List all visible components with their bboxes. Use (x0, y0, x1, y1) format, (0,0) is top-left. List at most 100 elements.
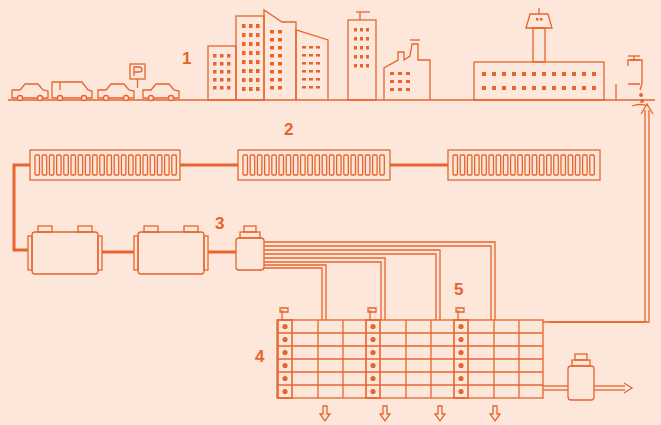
slot (165, 155, 170, 175)
slot (554, 155, 559, 175)
window (552, 72, 556, 76)
heat-exchanger-units (30, 150, 600, 180)
window (366, 46, 369, 50)
callout-number: 5 (454, 281, 463, 298)
window (532, 86, 536, 90)
window (278, 86, 282, 90)
window (309, 70, 313, 73)
window (492, 72, 496, 76)
cars (12, 64, 179, 101)
dot (370, 324, 375, 329)
window (536, 18, 539, 21)
slot (322, 155, 327, 175)
window (592, 72, 596, 76)
window (278, 62, 282, 66)
window (302, 62, 306, 65)
outlet-pump (543, 354, 632, 400)
window (354, 46, 357, 50)
callout-number: 4 (255, 348, 264, 365)
dot (282, 324, 287, 329)
slot (100, 155, 105, 175)
window (366, 64, 369, 68)
dot (458, 350, 463, 355)
slot (482, 155, 487, 175)
window (256, 24, 260, 28)
window (242, 24, 246, 28)
slot (344, 155, 349, 175)
slot (380, 155, 385, 175)
window (302, 78, 306, 81)
window (540, 18, 543, 21)
slot (518, 155, 523, 175)
window (360, 28, 363, 32)
window (270, 62, 274, 66)
window (249, 60, 253, 64)
window (249, 42, 253, 46)
callout-number: 2 (284, 121, 293, 138)
window (249, 33, 253, 37)
slot (71, 155, 76, 175)
window (309, 46, 313, 49)
slot (511, 155, 515, 175)
window (582, 86, 586, 90)
window (360, 64, 363, 68)
window (316, 54, 320, 57)
slot (365, 155, 370, 175)
slot (351, 155, 356, 175)
window (360, 55, 363, 59)
window (227, 54, 231, 58)
window (592, 86, 596, 90)
slot (475, 155, 480, 175)
slot (489, 155, 494, 175)
window (398, 88, 402, 91)
window (502, 86, 506, 90)
slot (64, 155, 69, 175)
window (213, 62, 217, 66)
window (398, 80, 402, 83)
window (256, 87, 260, 91)
window (220, 78, 224, 82)
slot (172, 155, 177, 175)
dot (458, 389, 463, 394)
window (398, 72, 402, 75)
dot (370, 389, 375, 394)
slot (575, 155, 580, 175)
slot (568, 155, 573, 175)
window (309, 54, 313, 57)
slot (373, 155, 378, 175)
slot (583, 155, 588, 175)
dot (282, 376, 287, 381)
slot (547, 155, 552, 175)
slot (496, 155, 501, 175)
slot (301, 155, 306, 175)
window (390, 80, 394, 83)
dot (370, 337, 375, 342)
window (482, 72, 486, 76)
window (213, 78, 217, 82)
building-windows (213, 18, 596, 91)
slot (286, 155, 291, 175)
window (492, 86, 496, 90)
window (242, 69, 246, 73)
window (249, 87, 253, 91)
window (302, 46, 306, 49)
window (316, 70, 320, 73)
slot (590, 155, 595, 175)
window (316, 78, 320, 81)
slot (143, 155, 148, 175)
window (256, 69, 260, 73)
slot (150, 155, 155, 175)
slot (114, 155, 119, 175)
window (390, 72, 394, 75)
window (522, 72, 526, 76)
dot (458, 363, 463, 368)
slot (525, 155, 530, 175)
slot (136, 155, 141, 175)
window (532, 72, 536, 76)
outflow-arrows (320, 406, 500, 421)
slot (243, 155, 248, 175)
dot (370, 376, 375, 381)
window (220, 62, 224, 66)
